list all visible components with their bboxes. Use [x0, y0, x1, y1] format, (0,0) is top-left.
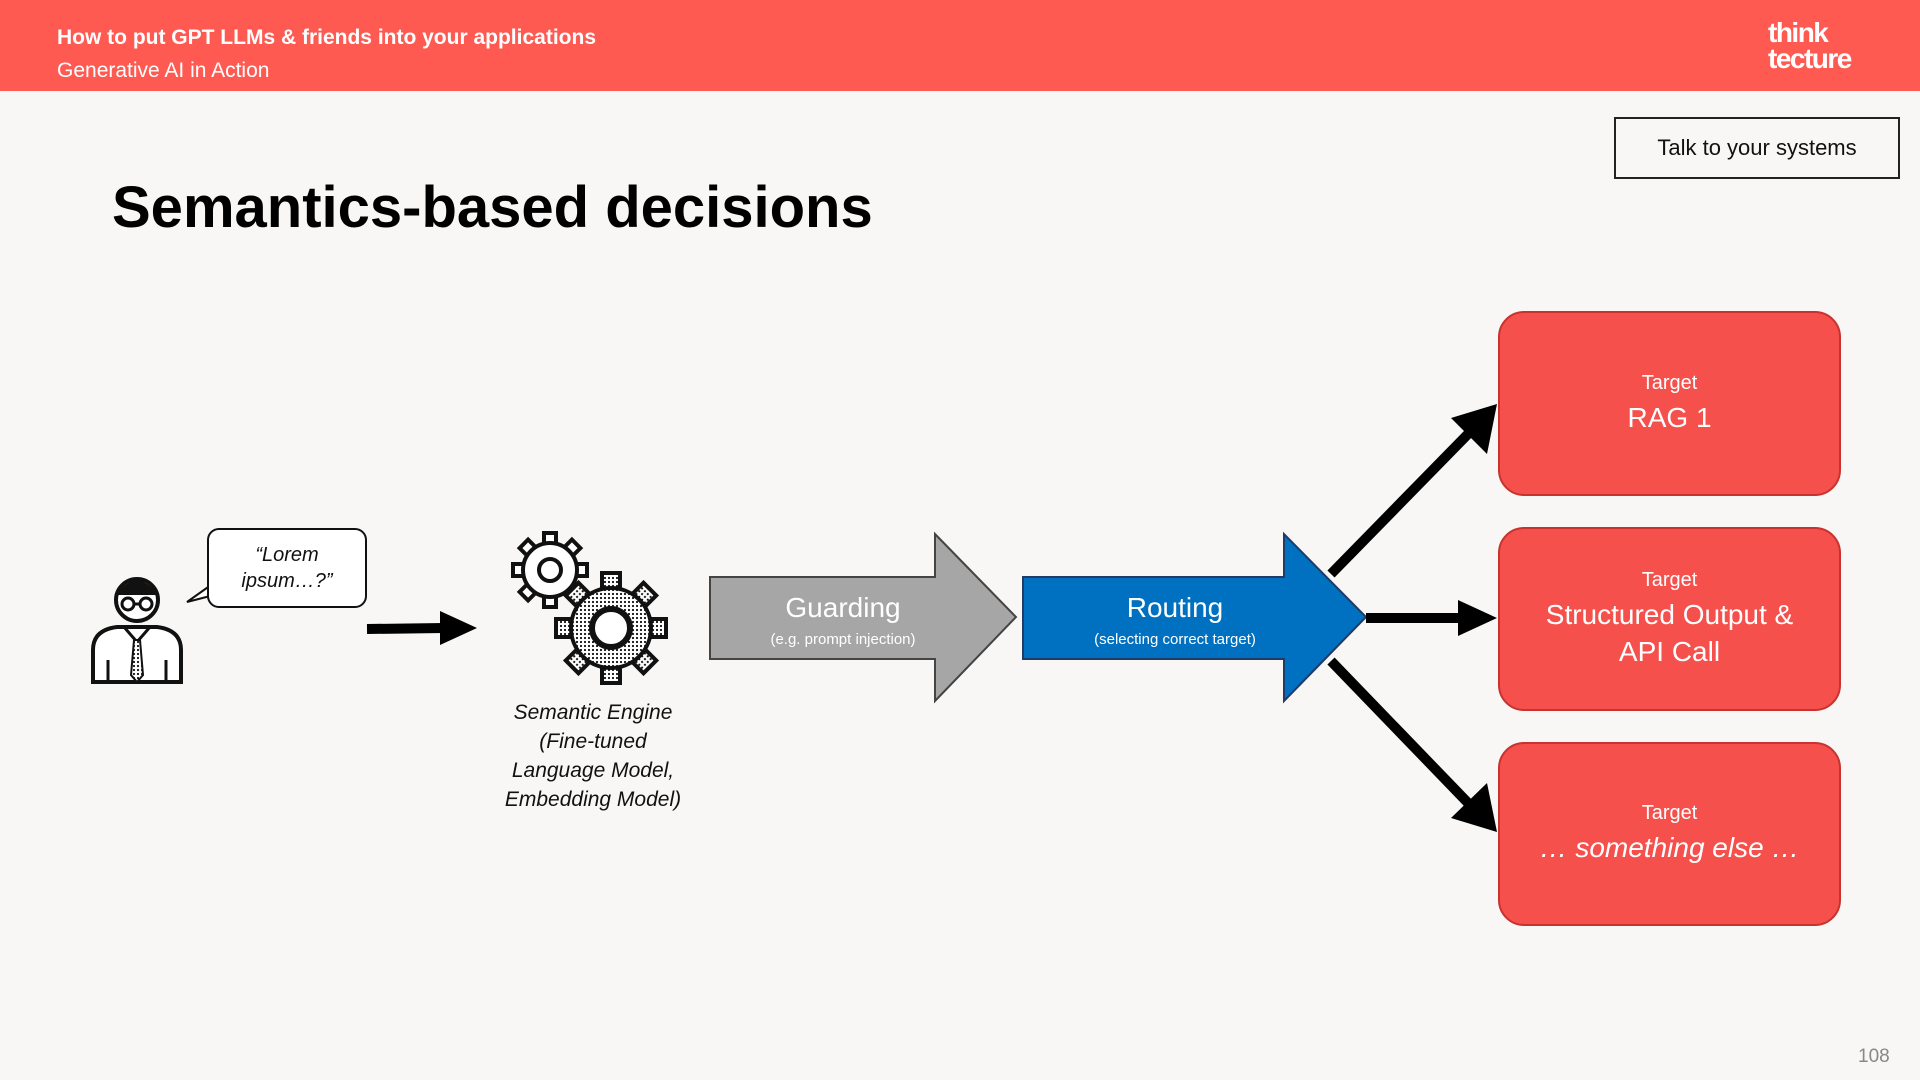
speech-bubble: “Lorem ipsum…?” [207, 528, 367, 608]
engine-caption-line-4: Embedding Model) [504, 788, 682, 811]
header-bar: How to put GPT LLMs & friends into your … [0, 0, 1920, 91]
guarding-sublabel: (e.g. prompt injection) [770, 631, 915, 648]
engine-caption-line-2: (Fine-tuned [539, 730, 647, 753]
guarding-arrow: Guarding (e.g. prompt injection) [709, 531, 1018, 704]
target-name: RAG 1 [1627, 401, 1712, 433]
person-with-glasses-and-tie-icon [91, 577, 183, 684]
thinktecture-logo: think tecture [1768, 17, 1852, 74]
branch-arrow-up [1327, 404, 1497, 578]
slide-title: Semantics-based decisions [112, 175, 873, 240]
target-caption: Target [1641, 802, 1698, 824]
section-tag: Talk to your systems [1614, 117, 1900, 179]
engine-caption-line-3: Language Model, [511, 759, 675, 782]
logo-line-1: think [1768, 17, 1829, 48]
routing-arrow: Routing (selecting correct target) [1022, 531, 1368, 704]
routing-sublabel: (selecting correct target) [1094, 631, 1256, 648]
engine-caption-line-1: Semantic Engine [513, 701, 673, 724]
target-caption: Target [1641, 568, 1698, 591]
gears-icon [511, 531, 668, 685]
branch-arrow-middle [1366, 600, 1497, 636]
target-structured-output: Target Structured Output & API Call [1498, 527, 1841, 711]
page-number: 108 [1858, 1046, 1890, 1067]
logo-line-2: tecture [1768, 43, 1852, 74]
target-name: … something else … [1539, 832, 1800, 863]
header-title: How to put GPT LLMs & friends into your … [57, 26, 596, 49]
arrow-to-engine [366, 611, 477, 645]
target-rag-1: Target RAG 1 [1498, 311, 1841, 496]
branch-arrow-down [1327, 657, 1497, 832]
target-caption: Target [1641, 371, 1698, 394]
guarding-label: Guarding [785, 592, 900, 623]
target-something-else: Target … something else … [1498, 742, 1841, 926]
header-subtitle: Generative AI in Action [57, 59, 270, 82]
semantic-engine-caption: Semantic Engine (Fine-tuned Language Mod… [470, 698, 716, 814]
target-name: Structured Output & API Call [1545, 598, 1794, 667]
routing-label: Routing [1127, 592, 1224, 623]
